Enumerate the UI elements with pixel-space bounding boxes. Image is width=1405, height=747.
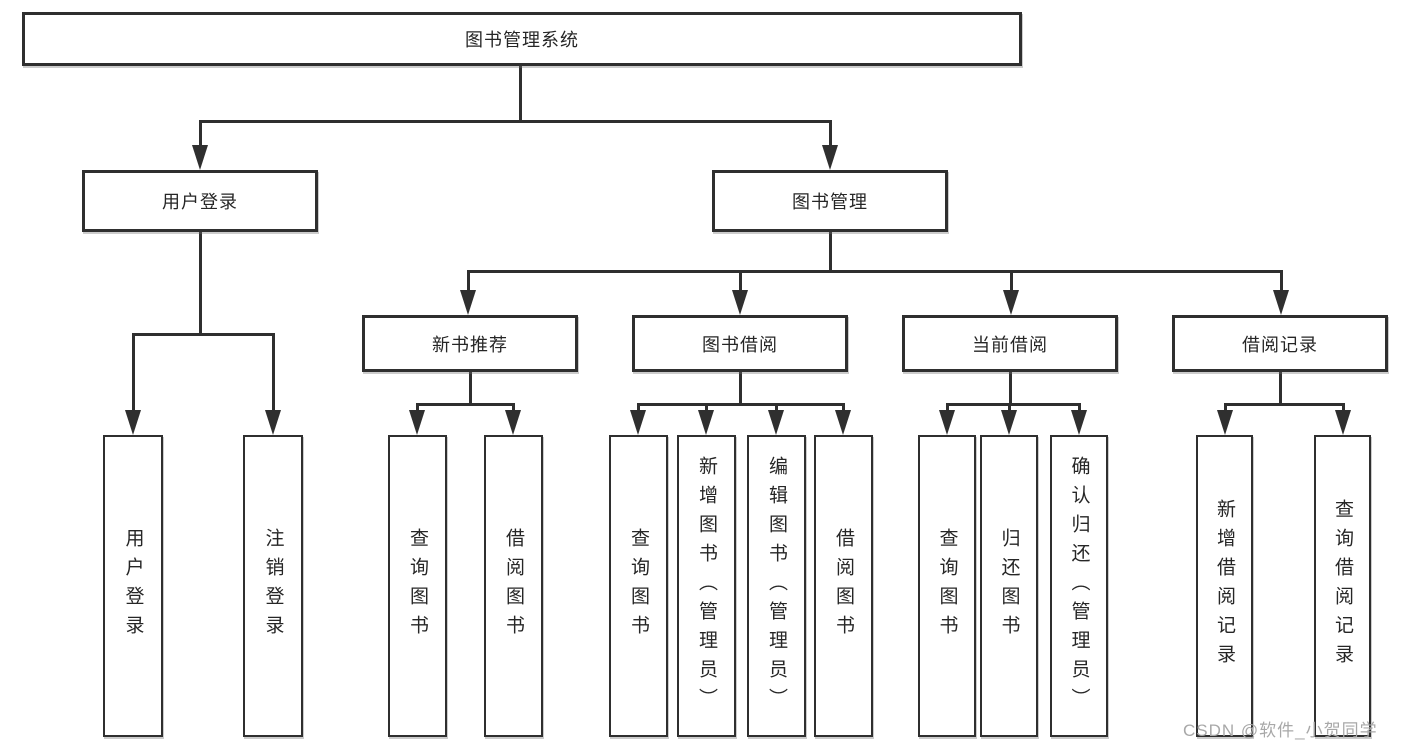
connector-newbook-drop-2: [512, 403, 515, 413]
node-book-borrow-label: 图书借阅: [702, 334, 778, 355]
connector-bookborrow-split: [637, 403, 845, 406]
arrow-down-icon: [835, 410, 851, 435]
connector-bookborrow-drop-1: [637, 403, 640, 413]
connector-drop-user-leaf-1: [132, 333, 135, 413]
node-user-login-label: 用户登录: [162, 192, 238, 212]
leaf-borrow-borrow-books-label: 借阅图书: [833, 528, 854, 644]
arrow-down-icon: [630, 410, 646, 435]
leaf-newbook-borrow-books: 借阅图书: [484, 435, 543, 737]
connector-drop-currentborrow: [1010, 270, 1013, 293]
connector-newbook-split: [416, 403, 515, 406]
node-book-management: 图书管理: [712, 170, 948, 232]
arrow-down-icon: [1071, 410, 1087, 435]
node-user-login: 用户登录: [82, 170, 318, 232]
connector-borrowrecord-stem: [1279, 372, 1282, 406]
node-book-management-label: 图书管理: [792, 192, 868, 212]
arrow-down-icon: [1273, 290, 1289, 315]
leaf-newbook-borrow-books-label: 借阅图书: [503, 528, 524, 644]
leaf-current-query-books: 查询图书: [918, 435, 976, 737]
connector-newbook-drop-1: [416, 403, 419, 413]
connector-currentborrow-drop-2: [1008, 403, 1011, 413]
node-root: 图书管理系统: [22, 12, 1022, 66]
leaf-borrow-edit-books: 编辑图书（管理员）: [747, 435, 806, 737]
arrow-down-icon: [732, 290, 748, 315]
connector-drop-user-leaf-2: [272, 333, 275, 413]
leaf-user-login-label: 用户登录: [122, 528, 144, 644]
leaf-record-add: 新增借阅记录: [1196, 435, 1253, 737]
csdn-watermark: CSDN @软件_小贺同学: [1183, 721, 1378, 740]
arrow-down-icon: [939, 410, 955, 435]
arrow-down-icon: [505, 410, 521, 435]
arrow-down-icon: [1335, 410, 1351, 435]
connector-drop-borrowrecord: [1280, 270, 1283, 293]
connector-drop-book: [829, 120, 832, 147]
connector-borrowrecord-drop-1: [1224, 403, 1227, 413]
leaf-borrow-query-books: 查询图书: [609, 435, 668, 737]
leaf-current-return-books-label: 归还图书: [998, 528, 1020, 644]
leaf-borrow-edit-books-label: 编辑图书（管理员）: [766, 455, 787, 717]
arrow-down-icon: [822, 145, 838, 170]
connector-book-split: [467, 270, 1283, 273]
node-new-book-recommend: 新书推荐: [362, 315, 578, 372]
leaf-current-query-books-label: 查询图书: [936, 528, 958, 644]
leaf-borrow-borrow-books: 借阅图书: [814, 435, 873, 737]
arrow-down-icon: [768, 410, 784, 435]
connector-drop-bookborrow: [739, 270, 742, 293]
connector-bookborrow-drop-4: [842, 403, 845, 413]
leaf-logout: 注销登录: [243, 435, 303, 737]
connector-user-stem: [199, 232, 202, 336]
arrow-down-icon: [125, 410, 141, 435]
connector-root-stem: [519, 66, 522, 123]
leaf-borrow-add-books-label: 新增图书（管理员）: [696, 455, 717, 717]
arrow-down-icon: [409, 410, 425, 435]
node-borrow-record-label: 借阅记录: [1242, 334, 1318, 355]
leaf-record-query-label: 查询借阅记录: [1332, 499, 1353, 673]
connector-user-split: [132, 333, 275, 336]
leaf-current-confirm-return-label: 确认归还（管理员）: [1068, 455, 1090, 717]
node-book-borrow: 图书借阅: [632, 315, 848, 372]
leaf-record-add-label: 新增借阅记录: [1214, 499, 1235, 673]
connector-newbook-stem: [469, 372, 472, 406]
leaf-logout-label: 注销登录: [262, 528, 284, 644]
node-borrow-record: 借阅记录: [1172, 315, 1388, 372]
connector-currentborrow-stem: [1009, 372, 1012, 406]
arrow-down-icon: [265, 410, 281, 435]
arrow-down-icon: [1003, 290, 1019, 315]
connector-borrowrecord-split: [1224, 403, 1344, 406]
connector-borrowrecord-drop-2: [1342, 403, 1345, 413]
connector-drop-newbook: [467, 270, 470, 293]
connector-currentborrow-split: [946, 403, 1080, 406]
connector-currentborrow-drop-3: [1078, 403, 1081, 413]
leaf-newbook-query-books: 查询图书: [388, 435, 447, 737]
connector-drop-user: [199, 120, 202, 147]
arrow-down-icon: [1001, 410, 1017, 435]
leaf-current-return-books: 归还图书: [980, 435, 1038, 737]
arrow-down-icon: [460, 290, 476, 315]
leaf-record-query: 查询借阅记录: [1314, 435, 1371, 737]
node-new-book-recommend-label: 新书推荐: [432, 334, 508, 355]
connector-bookborrow-stem: [739, 372, 742, 406]
connector-bookborrow-drop-3: [775, 403, 778, 413]
leaf-user-login: 用户登录: [103, 435, 163, 737]
connector-currentborrow-drop-1: [946, 403, 949, 413]
leaf-borrow-add-books: 新增图书（管理员）: [677, 435, 736, 737]
node-root-label: 图书管理系统: [465, 30, 579, 50]
arrow-down-icon: [698, 410, 714, 435]
leaf-newbook-query-books-label: 查询图书: [407, 528, 428, 644]
leaf-borrow-query-books-label: 查询图书: [628, 528, 649, 644]
connector-book-stem: [829, 232, 832, 273]
leaf-current-confirm-return: 确认归还（管理员）: [1050, 435, 1108, 737]
connector-bookborrow-drop-2: [705, 403, 708, 413]
arrow-down-icon: [192, 145, 208, 170]
node-current-borrow-label: 当前借阅: [972, 334, 1048, 355]
node-current-borrow: 当前借阅: [902, 315, 1118, 372]
connector-root-split: [199, 120, 832, 123]
arrow-down-icon: [1217, 410, 1233, 435]
